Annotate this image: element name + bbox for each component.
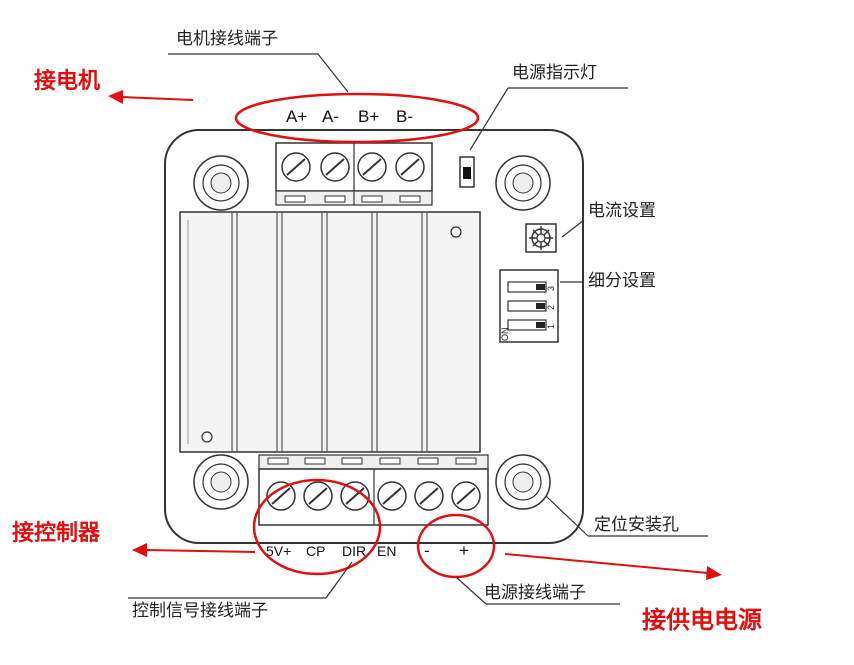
screw-hole-small <box>201 431 213 443</box>
pin-label-en: EN <box>377 543 396 559</box>
pin-label-a-plus: A+ <box>286 107 307 126</box>
power-terminals-label: 电源接线端子 <box>484 583 586 603</box>
dip-on-label: ON <box>500 328 510 342</box>
dip-number-2: 2 <box>546 305 556 310</box>
pin-label-dir: DIR <box>342 543 366 559</box>
pin-label-b-minus: B- <box>396 107 413 126</box>
dip-switch: 3 2 1 ON <box>499 269 559 343</box>
pin-label-cp: CP <box>306 543 325 559</box>
screw-hole-small <box>450 226 462 238</box>
heatsink <box>179 211 481 453</box>
connect-controller-annotation: 接控制器 <box>12 520 101 546</box>
current-rotary-switch <box>525 223 557 253</box>
pin-label-5v: 5V+ <box>266 543 291 559</box>
leader-lines <box>128 53 708 605</box>
mounting-hole-top-right <box>495 155 551 211</box>
control-terminal-highlight <box>252 478 382 576</box>
pin-label-plus: + <box>459 541 469 560</box>
pin-label-a-minus: A- <box>322 107 339 126</box>
mounting-hole-top-left <box>193 155 249 211</box>
current-setting-label: 电流设置 <box>588 201 656 221</box>
pin-label-minus: - <box>424 541 430 560</box>
arrow-to-power-supply <box>504 553 722 580</box>
control-terminal-block <box>258 454 489 526</box>
mounting-hole-bottom-left <box>193 454 249 510</box>
arrow-to-controller <box>132 543 256 557</box>
mounting-holes-label: 定位安装孔 <box>594 515 679 535</box>
motor-terminal-block <box>275 142 433 206</box>
arrow-to-motor <box>108 90 194 104</box>
dip-number-3: 3 <box>546 286 556 291</box>
motor-terminal-highlight <box>234 92 480 144</box>
dip-number-1: 1 <box>546 324 556 329</box>
power-led <box>459 156 475 188</box>
mounting-hole-bottom-right <box>495 454 551 510</box>
pin-label-b-plus: B+ <box>358 107 379 126</box>
control-terminals-label: 控制信号接线端子 <box>132 601 268 621</box>
connect-motor-annotation: 接电机 <box>34 69 100 94</box>
motor-terminals-label: 电机接线端子 <box>176 29 278 49</box>
power-led-label: 电源指示灯 <box>512 63 597 83</box>
microstep-setting-label: 细分设置 <box>588 271 656 291</box>
connect-power-annotation: 接供电电源 <box>642 606 762 634</box>
